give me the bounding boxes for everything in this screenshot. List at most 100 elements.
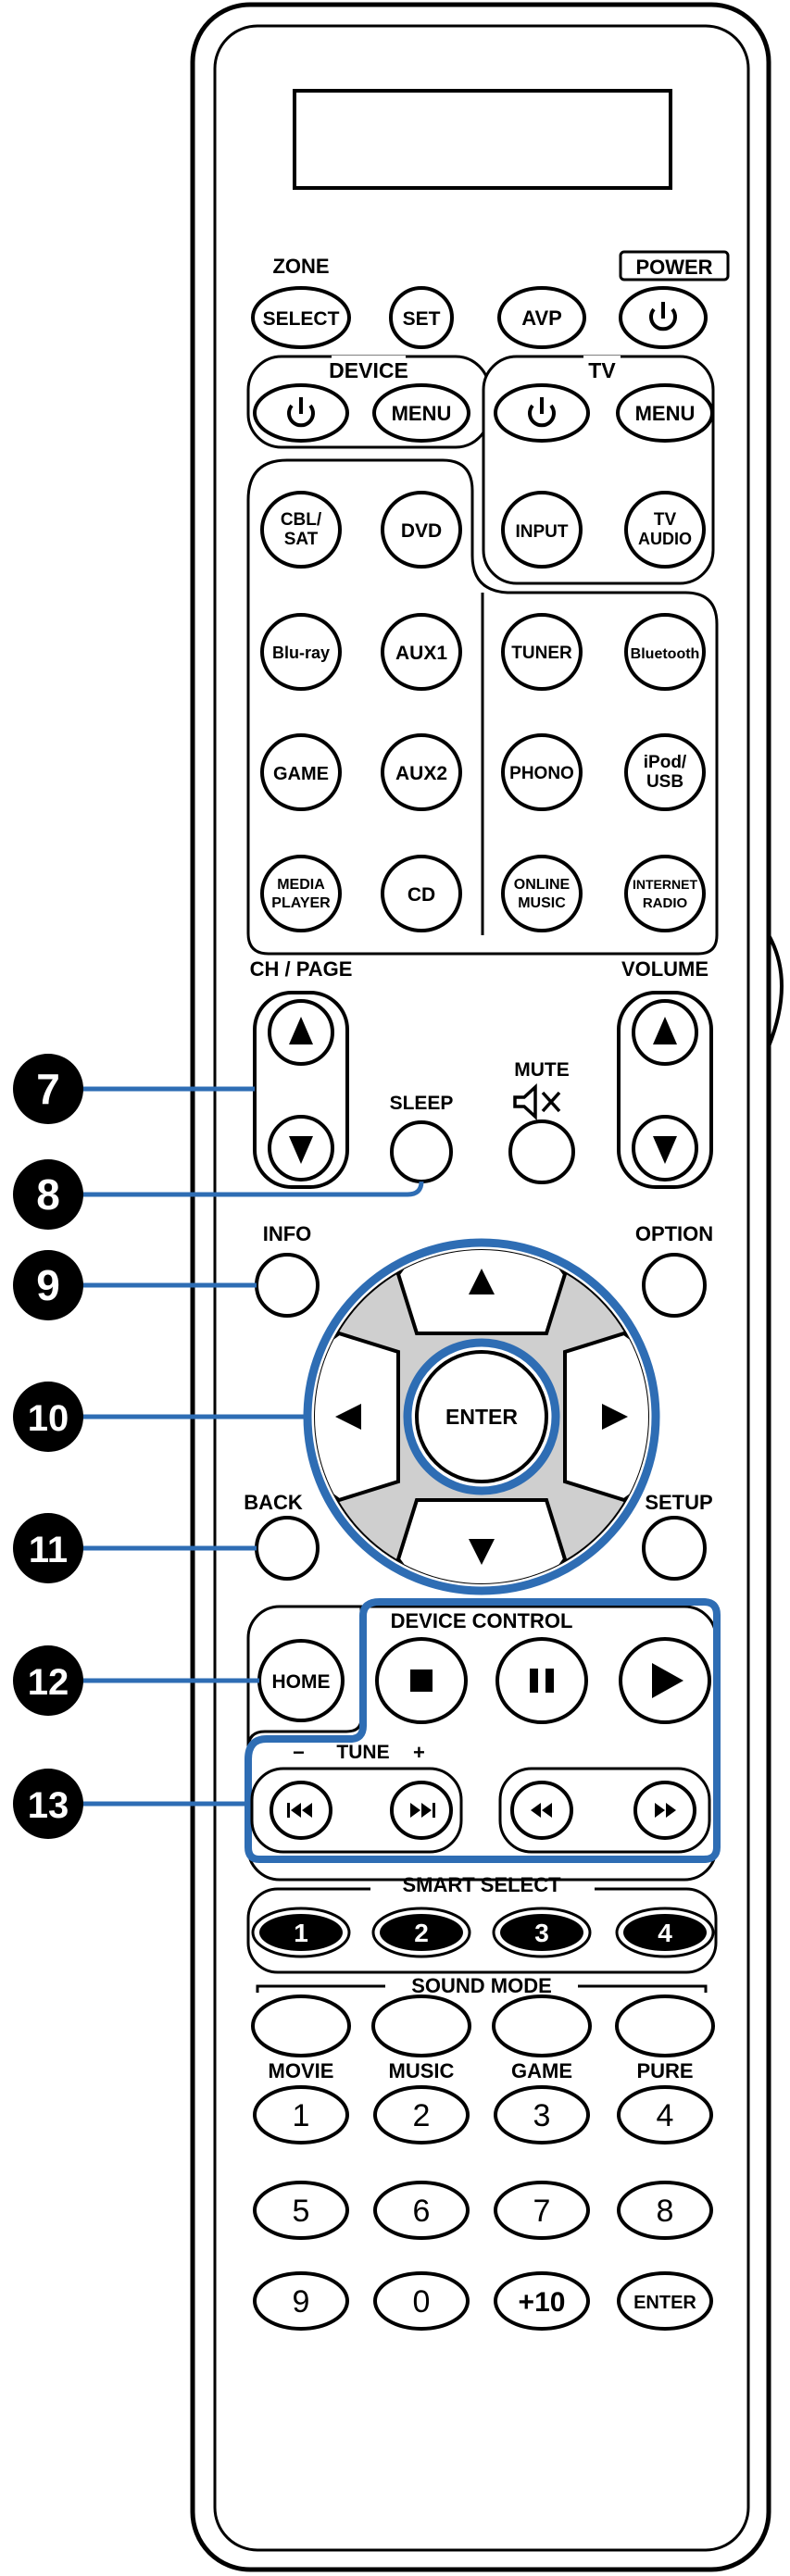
svg-text:8: 8 bbox=[36, 1170, 60, 1219]
pause-button[interactable] bbox=[495, 1637, 588, 1724]
rewind-button[interactable] bbox=[510, 1781, 573, 1840]
svg-text:9: 9 bbox=[36, 1261, 60, 1309]
smart-select-4-button[interactable]: 4 bbox=[615, 1907, 715, 1958]
svg-text:9: 9 bbox=[293, 2284, 310, 2320]
zone-select-button[interactable]: SELECT bbox=[251, 286, 351, 349]
media-player-button[interactable]: MEDIA PLAYER bbox=[260, 855, 342, 932]
power-icon bbox=[528, 397, 556, 428]
tv-input-button[interactable]: INPUT bbox=[501, 491, 583, 569]
info-button[interactable] bbox=[255, 1253, 320, 1318]
phono-button[interactable]: PHONO bbox=[501, 733, 583, 811]
device-control-label: DEVICE CONTROL bbox=[391, 1609, 573, 1632]
skip-back-icon bbox=[287, 1803, 312, 1818]
svg-text:4: 4 bbox=[658, 1919, 672, 1947]
arrow-up-icon bbox=[469, 1269, 495, 1294]
num-7-button[interactable]: 7 bbox=[494, 2181, 590, 2240]
internet-radio-button[interactable]: INTERNET RADIO bbox=[624, 855, 706, 932]
callout-leaders bbox=[79, 1086, 424, 1807]
cd-button[interactable]: CD bbox=[381, 855, 462, 932]
ipod-usb-button[interactable]: iPod/ USB bbox=[624, 733, 706, 811]
num-8-button[interactable]: 8 bbox=[617, 2181, 713, 2240]
svg-text:GAME: GAME bbox=[273, 764, 329, 784]
svg-text:iPod/: iPod/ bbox=[644, 753, 687, 772]
callout-11: 11 bbox=[13, 1513, 83, 1583]
svg-text:INPUT: INPUT bbox=[516, 522, 569, 542]
stop-icon bbox=[410, 1669, 433, 1692]
num-9-button[interactable]: 9 bbox=[253, 2271, 349, 2331]
num-1-button[interactable]: 1 bbox=[253, 2085, 349, 2145]
num-5-button[interactable]: 5 bbox=[253, 2181, 349, 2240]
sleep-button[interactable] bbox=[390, 1120, 453, 1183]
aux1-button[interactable]: AUX1 bbox=[381, 613, 462, 691]
zone-label: ZONE bbox=[272, 255, 329, 278]
device-menu-button[interactable]: MENU bbox=[372, 383, 470, 443]
power-button[interactable] bbox=[619, 286, 708, 349]
tv-audio-button[interactable]: TV AUDIO bbox=[624, 491, 706, 569]
bluetooth-button[interactable]: Bluetooth bbox=[624, 613, 706, 691]
setup-label: SETUP bbox=[645, 1491, 712, 1514]
tune-up-button[interactable] bbox=[390, 1781, 453, 1840]
sound-mode-game-button[interactable] bbox=[492, 1995, 592, 2057]
arrow-down-icon bbox=[653, 1136, 677, 1164]
svg-text:PLAYER: PLAYER bbox=[271, 895, 331, 911]
svg-text:3: 3 bbox=[534, 1919, 549, 1947]
back-button[interactable] bbox=[255, 1516, 320, 1581]
svg-text:MUSIC: MUSIC bbox=[518, 895, 566, 911]
sound-mode-music-button[interactable] bbox=[371, 1995, 471, 2057]
svg-text:4: 4 bbox=[657, 2098, 674, 2133]
smart-select-1-button[interactable]: 1 bbox=[251, 1907, 351, 1958]
avp-button[interactable]: AVP bbox=[497, 286, 586, 349]
num-0-button[interactable]: 0 bbox=[373, 2271, 470, 2331]
tune-minus-label: − bbox=[293, 1741, 305, 1764]
sound-mode-pure-button[interactable] bbox=[615, 1995, 715, 2057]
online-music-button[interactable]: ONLINE MUSIC bbox=[501, 855, 583, 932]
set-button[interactable]: SET bbox=[389, 286, 454, 349]
aux2-button[interactable]: AUX2 bbox=[381, 733, 462, 811]
device-power-button[interactable] bbox=[253, 383, 349, 443]
svg-text:Bluetooth: Bluetooth bbox=[631, 646, 700, 662]
cbl-sat-button[interactable]: CBL/ SAT bbox=[260, 491, 342, 569]
num-4-button[interactable]: 4 bbox=[617, 2085, 713, 2145]
svg-text:7: 7 bbox=[36, 1065, 60, 1113]
tune-label: TUNE bbox=[336, 1742, 389, 1763]
svg-text:8: 8 bbox=[657, 2194, 674, 2229]
svg-text:5: 5 bbox=[293, 2194, 310, 2229]
play-button[interactable] bbox=[619, 1637, 711, 1724]
bluray-button[interactable]: Blu-ray bbox=[260, 613, 342, 691]
game-button[interactable]: GAME bbox=[260, 733, 342, 811]
svg-text:2: 2 bbox=[414, 1919, 429, 1947]
home-button[interactable]: HOME bbox=[257, 1639, 345, 1722]
plus-10-button[interactable]: +10 bbox=[494, 2271, 590, 2331]
num-2-button[interactable]: 2 bbox=[373, 2085, 470, 2145]
tv-power-button[interactable] bbox=[494, 383, 590, 443]
tuner-button[interactable]: TUNER bbox=[501, 613, 583, 691]
num-3-button[interactable]: 3 bbox=[494, 2085, 590, 2145]
ch-page-label: CH / PAGE bbox=[250, 957, 353, 981]
display-window bbox=[293, 89, 672, 190]
svg-text:6: 6 bbox=[413, 2194, 431, 2229]
stop-button[interactable] bbox=[375, 1637, 468, 1724]
volume-rocker[interactable] bbox=[617, 991, 713, 1189]
setup-button[interactable] bbox=[642, 1516, 707, 1581]
tune-down-button[interactable] bbox=[270, 1781, 332, 1840]
svg-text:13: 13 bbox=[28, 1785, 69, 1826]
smart-select-3-button[interactable]: 3 bbox=[492, 1907, 592, 1958]
power-icon bbox=[649, 302, 677, 331]
mute-button[interactable] bbox=[508, 1119, 575, 1184]
volume-label: VOLUME bbox=[621, 957, 708, 981]
power-icon bbox=[287, 397, 315, 428]
numpad-enter-button[interactable]: ENTER bbox=[617, 2271, 713, 2331]
sound-mode-movie-button[interactable] bbox=[251, 1995, 351, 2057]
tv-menu-button[interactable]: MENU bbox=[616, 383, 714, 443]
smart-select-2-button[interactable]: 2 bbox=[371, 1907, 471, 1958]
dvd-button[interactable]: DVD bbox=[381, 491, 462, 569]
ch-page-rocker[interactable] bbox=[253, 991, 349, 1189]
svg-text:SELECT: SELECT bbox=[263, 308, 340, 330]
svg-text:1: 1 bbox=[294, 1919, 308, 1947]
svg-text:11: 11 bbox=[29, 1530, 68, 1570]
enter-button[interactable] bbox=[415, 1350, 548, 1483]
fast-forward-button[interactable] bbox=[633, 1781, 696, 1840]
sound-mode-bracket bbox=[256, 1984, 708, 1993]
num-6-button[interactable]: 6 bbox=[373, 2181, 470, 2240]
option-button[interactable] bbox=[642, 1253, 707, 1318]
